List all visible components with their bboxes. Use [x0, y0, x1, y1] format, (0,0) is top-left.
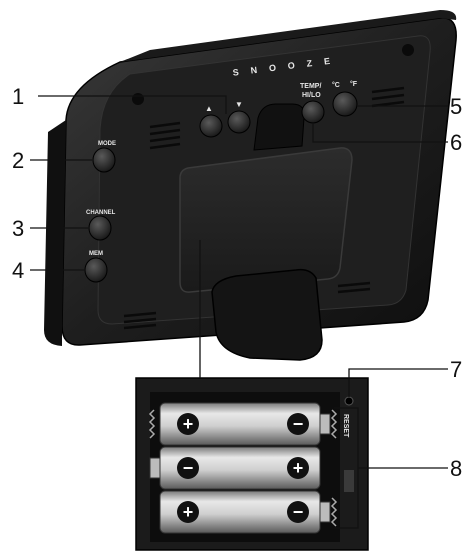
polarity-b2-left: −: [183, 458, 194, 478]
polarity-b1-right: −: [293, 414, 304, 434]
polarity-b3-left: +: [183, 502, 194, 522]
speaker-grille-right: [371, 86, 405, 108]
temp-hilo-button[interactable]: [301, 100, 325, 124]
callout-6: 6: [450, 130, 463, 155]
screw-hole-left: [132, 93, 144, 105]
up-button[interactable]: [199, 114, 223, 138]
callout-4: 4: [12, 258, 25, 283]
callout-2: 2: [12, 148, 25, 173]
battery-2: [149, 446, 321, 490]
stand: [211, 268, 323, 361]
polarity-b2-right: +: [293, 458, 304, 478]
channel-button[interactable]: [88, 215, 112, 241]
temp-label-line1: TEMP/: [300, 83, 321, 90]
leader-lines: [30, 95, 448, 529]
stand-hinge: [253, 103, 305, 151]
screw-hole-right: [402, 44, 414, 56]
channel-label: CHANNEL: [86, 210, 116, 216]
mode-label: MODE: [98, 141, 116, 147]
polarity-b1-left: +: [183, 414, 194, 434]
battery-springs: [148, 409, 338, 527]
speaker-grille-bottom-left: [123, 311, 157, 330]
battery-3: [159, 490, 331, 534]
mem-label: MEM: [89, 251, 103, 257]
celsius-fahrenheit-button[interactable]: [332, 91, 358, 117]
callout-1: 1: [12, 84, 25, 109]
mem-button[interactable]: [84, 257, 108, 283]
battery-door: [179, 147, 353, 293]
up-arrow-label: ▲: [205, 104, 213, 113]
reset-hole[interactable]: [344, 396, 354, 406]
celsius-label: °C: [332, 81, 340, 89]
reset-label: RESET: [342, 414, 349, 438]
callout-8: 8: [450, 456, 463, 481]
battery-1: [159, 402, 331, 446]
temp-label-line2: HI/LO: [302, 92, 321, 99]
callout-5: 5: [450, 94, 463, 119]
fahrenheit-label: °F: [350, 80, 358, 88]
callout-3: 3: [12, 216, 25, 241]
mode-button[interactable]: [92, 147, 116, 173]
compartment-tab: [344, 470, 354, 492]
polarity-b3-right: −: [293, 502, 304, 522]
battery-compartment: RESET + − −: [135, 377, 369, 551]
down-button[interactable]: [227, 110, 251, 134]
down-arrow-label: ▼: [235, 100, 243, 109]
speaker-grille-left: [149, 121, 181, 150]
speaker-grille-bottom-right: [337, 281, 371, 294]
callout-7: 7: [450, 357, 463, 382]
